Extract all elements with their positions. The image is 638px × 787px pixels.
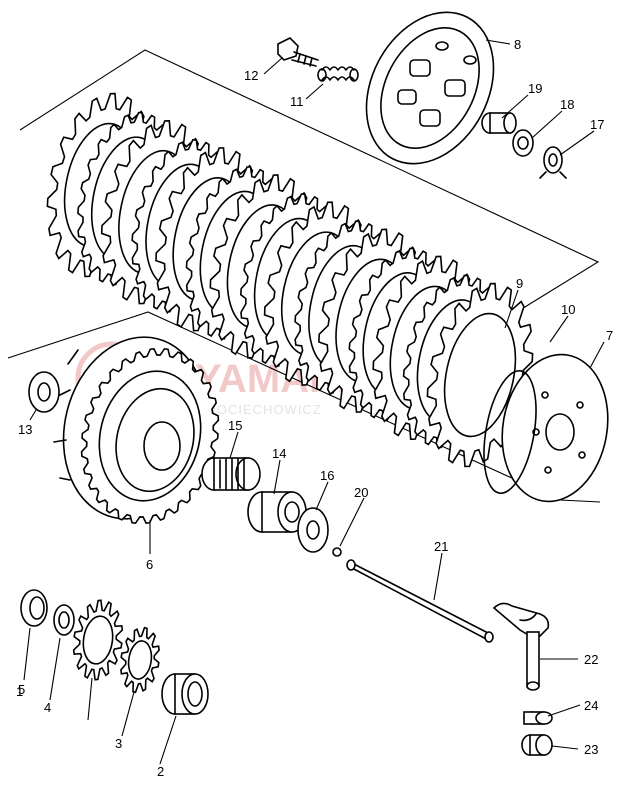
primary-drive-gear-teeth-inner <box>82 615 114 665</box>
lower-assembly-outline <box>7 311 601 503</box>
callout-labels: 1 2 3 4 5 6 7 8 9 10 11 12 13 14 15 16 1… <box>16 37 613 779</box>
clutch-boss <box>483 353 609 503</box>
callout-21: 21 <box>434 539 448 554</box>
callout-5: 5 <box>18 682 25 697</box>
callout-4: 4 <box>44 700 51 715</box>
oil-seal <box>523 711 553 725</box>
pressure-plate <box>365 11 495 165</box>
assembly-outlines <box>7 49 601 503</box>
thrust-washer <box>28 371 60 413</box>
pressure-plate-bolt <box>277 37 319 67</box>
callout-22: 22 <box>584 652 598 667</box>
lock-washer <box>539 146 567 179</box>
callout-1: 1 <box>16 684 23 699</box>
clutch-housing <box>53 336 220 525</box>
leader-lines <box>23 39 605 765</box>
small-drive-gear <box>120 626 160 694</box>
small-drive-gear-teeth-inner <box>127 640 153 680</box>
watermark-subtitle: MOCIECHOWICZ <box>205 402 322 417</box>
callout-8: 8 <box>514 37 521 52</box>
needle-bearing <box>201 457 261 491</box>
callout-6: 6 <box>146 557 153 572</box>
upper-assembly-outline <box>19 49 600 311</box>
bushing <box>521 734 553 756</box>
callout-11: 11 <box>290 94 304 109</box>
gear-bushing <box>161 673 209 715</box>
ball <box>332 547 342 557</box>
spacer <box>247 491 307 533</box>
callout-20: 20 <box>354 485 368 500</box>
washer <box>297 507 329 553</box>
collar-washer <box>53 604 75 636</box>
friction-plate-inner <box>443 312 517 438</box>
primary-drive-gear-teeth <box>72 599 124 681</box>
small-drive-gear-teeth <box>120 626 160 694</box>
push-rod <box>346 559 494 643</box>
callout-13: 13 <box>18 422 32 437</box>
clutch-spring <box>317 66 359 82</box>
push-lever <box>492 602 550 691</box>
callout-18: 18 <box>560 97 574 112</box>
callout-23: 23 <box>584 742 598 757</box>
callout-14: 14 <box>272 446 286 461</box>
housing-gear-teeth-inner <box>98 370 202 502</box>
callout-16: 16 <box>320 468 334 483</box>
callout-10: 10 <box>561 302 575 317</box>
callout-15: 15 <box>228 418 242 433</box>
callout-3: 3 <box>115 736 122 751</box>
callout-2: 2 <box>157 764 164 779</box>
primary-drive-gear <box>72 599 124 681</box>
bearing <box>512 129 534 157</box>
callout-9: 9 <box>516 276 523 291</box>
callout-7: 7 <box>606 328 613 343</box>
push-rod-end <box>481 112 517 134</box>
oil-seal-small <box>20 589 48 627</box>
callout-19: 19 <box>528 81 542 96</box>
callout-17: 17 <box>590 117 604 132</box>
callout-24: 24 <box>584 698 598 713</box>
callout-12: 12 <box>244 68 258 83</box>
